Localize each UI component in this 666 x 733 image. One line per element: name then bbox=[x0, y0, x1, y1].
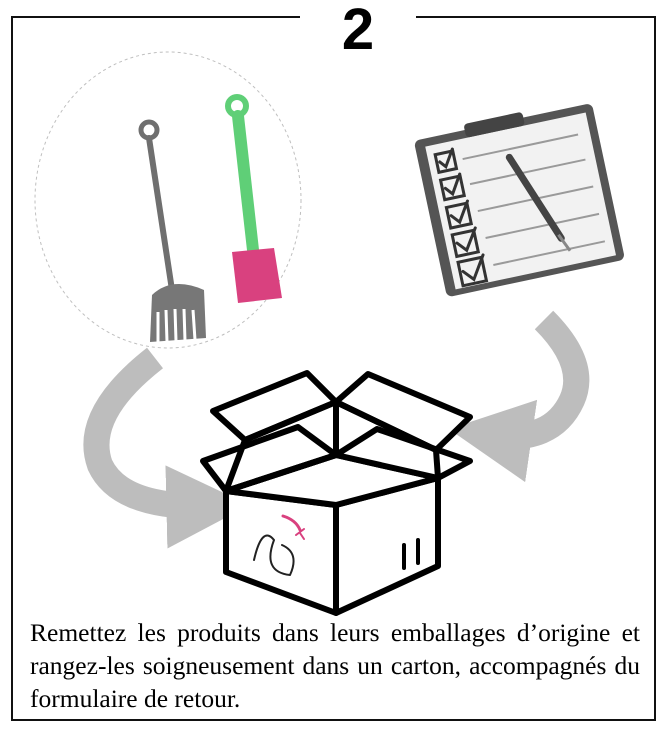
checklist-clipboard-icon bbox=[414, 104, 624, 297]
curved-arrow-icon bbox=[83, 310, 590, 549]
pastry-brush-icon bbox=[225, 94, 282, 303]
kitchen-utensils-icon bbox=[34, 51, 302, 349]
fork-icon bbox=[138, 119, 206, 343]
cardboard-box-icon bbox=[200, 370, 473, 616]
instruction-caption: Remettez les produits dans leurs emballa… bbox=[30, 618, 640, 713]
step-number: 2 bbox=[300, 0, 416, 66]
pen-icon bbox=[505, 153, 572, 252]
